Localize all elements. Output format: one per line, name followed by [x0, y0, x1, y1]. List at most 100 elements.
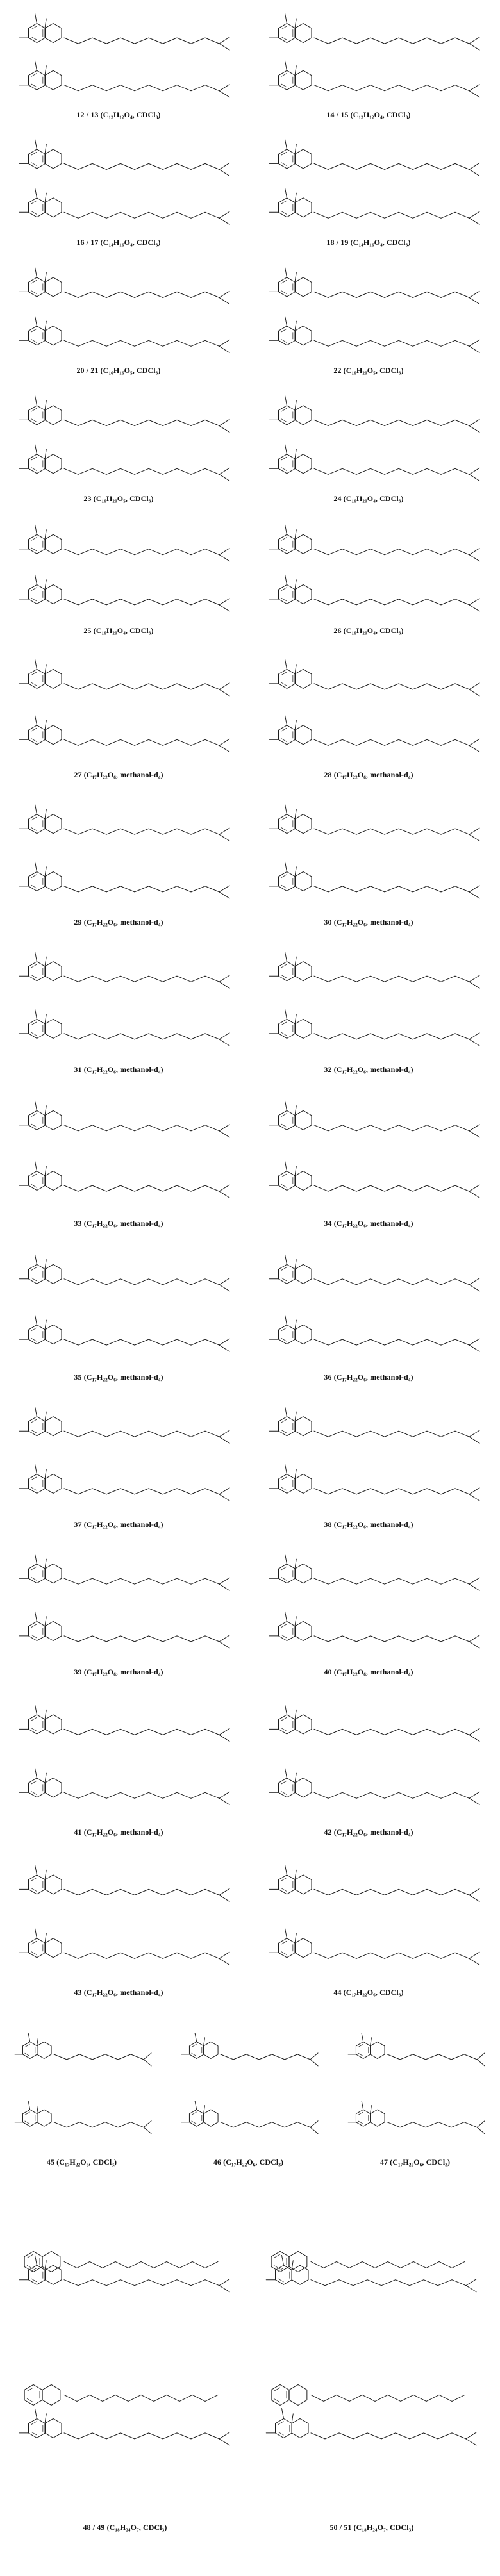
side-chain-bond [162, 468, 178, 475]
side-chain-bond [426, 1430, 442, 1437]
side-chain-bond [92, 886, 107, 893]
carbonyl-bond [44, 1166, 47, 1177]
terminal-branch-bond [219, 1278, 230, 1285]
side-chain-bond [370, 85, 385, 92]
side-chain-bond [134, 211, 149, 219]
terminal-branch-bond [465, 2285, 477, 2293]
terminal-branch-bond [469, 1797, 480, 1805]
upper-side-chain [76, 2261, 90, 2268]
ring-a-double-bond [280, 73, 287, 78]
side-chain-bond [384, 1278, 399, 1285]
side-chain-bond [106, 828, 121, 835]
ring-a-double-bond [280, 547, 287, 552]
side-chain-bond [92, 1185, 107, 1192]
compound-structure-12 [269, 659, 480, 752]
side-chain-bond [412, 828, 428, 835]
side-chain-bond [454, 1125, 470, 1132]
side-chain-bond [63, 975, 79, 982]
hydroxyl-bond [285, 1160, 287, 1172]
side-chain-bond [426, 1952, 442, 1959]
terminal-branch-bond [469, 1039, 480, 1046]
side-chain-bond [92, 828, 107, 835]
side-chain-bond [342, 85, 357, 92]
side-chain-bond [190, 1792, 206, 1799]
ring-a-double-bond [358, 2043, 363, 2048]
side-chain-bond [342, 1185, 357, 1192]
compound-label-9: 25 (C₁₆H₂₀O₄, CDCl₃) [83, 626, 154, 635]
compound-panel-5: 20 / 21 (C₁₆H₁₆O₅, CDCl₃) [6, 260, 231, 378]
side-chain-bond [134, 419, 149, 426]
terminal-branch-bond [469, 1728, 480, 1735]
chromene-ring-b [44, 871, 62, 891]
side-chain-bond [162, 2432, 178, 2440]
hydroxyl-bond [35, 804, 37, 815]
side-chain-bond [78, 468, 93, 475]
chromene-ring-b [294, 1325, 312, 1345]
side-chain-bond [106, 163, 121, 170]
upper-side-chain [323, 2261, 337, 2268]
side-chain-bond [412, 886, 428, 893]
ring-a-double-bond [280, 1727, 287, 1732]
side-chain-bond [398, 975, 413, 982]
hydroxyl-bond [35, 951, 37, 962]
carbonyl-bond [44, 579, 47, 590]
compound-panel-18: 34 (C₁₇H₂₂O₆, methanol-d₄) [256, 1086, 481, 1230]
side-chain-bond [78, 1033, 93, 1040]
side-chain-bond [120, 1033, 135, 1040]
side-chain-bond [176, 2432, 192, 2440]
terminal-branch-bond [469, 827, 480, 835]
terminal-branch-bond [219, 37, 230, 44]
side-chain-bond [313, 1952, 329, 1959]
terminal-branch-bond [469, 975, 480, 982]
side-chain-bond [438, 2122, 452, 2128]
side-chain-bond [356, 85, 371, 92]
side-chain-bond [176, 1488, 192, 1495]
side-chain-bond [412, 2122, 426, 2128]
side-chain-bond [370, 1033, 385, 1040]
ring-a-double-bond [30, 2431, 37, 2436]
terminal-branch-bond [219, 1430, 230, 1437]
side-chain-bond [162, 1185, 178, 1192]
terminal-branch-bond [469, 474, 480, 481]
side-chain-bond [63, 419, 79, 426]
hydroxyl-bond [285, 1406, 287, 1417]
side-chain-bond [313, 340, 329, 347]
side-chain-bond [204, 549, 220, 556]
side-chain-bond [190, 599, 206, 606]
side-chain-bond [328, 599, 343, 606]
side-chain-bond [412, 739, 428, 746]
side-chain-bond [148, 1888, 163, 1895]
side-chain-bond [454, 1888, 470, 1895]
side-chain-bond [78, 1635, 93, 1642]
side-chain-bond [370, 1125, 385, 1132]
lower-side-chain [438, 2394, 453, 2402]
side-chain-bond [370, 340, 385, 347]
side-chain-bond [204, 1488, 220, 1495]
side-chain-bond [384, 1728, 399, 1735]
lower-side-chain [387, 2394, 401, 2402]
side-chain-bond [190, 1635, 206, 1642]
side-chain-bond [328, 1488, 343, 1495]
side-chain-bond [384, 683, 399, 690]
side-chain-bond [384, 163, 399, 170]
side-chain-bond [328, 739, 343, 746]
side-chain-bond [370, 683, 385, 690]
chromene-ring-b [44, 149, 62, 169]
side-chain-bond [120, 37, 135, 44]
side-chain-bond [134, 1635, 149, 1642]
side-chain-bond [92, 1430, 107, 1437]
chromene-ring-b [44, 668, 62, 689]
side-chain-bond [176, 975, 192, 982]
carbonyl-bond [44, 1869, 47, 1880]
side-chain-bond [176, 1339, 192, 1346]
carbonyl-bond [44, 529, 47, 540]
ring-a-double-bond [358, 2120, 363, 2124]
upper-side-chain [166, 2261, 180, 2268]
carbonyl-bond [294, 1869, 297, 1880]
terminal-branch-bond [219, 84, 230, 92]
side-chain-bond [106, 1185, 121, 1192]
ring-a-double-bond [30, 1634, 37, 1639]
carbonyl-bond [291, 2413, 294, 2424]
terminal-branch-bond [469, 1635, 480, 1642]
ring-a-double-bond [191, 2052, 197, 2057]
